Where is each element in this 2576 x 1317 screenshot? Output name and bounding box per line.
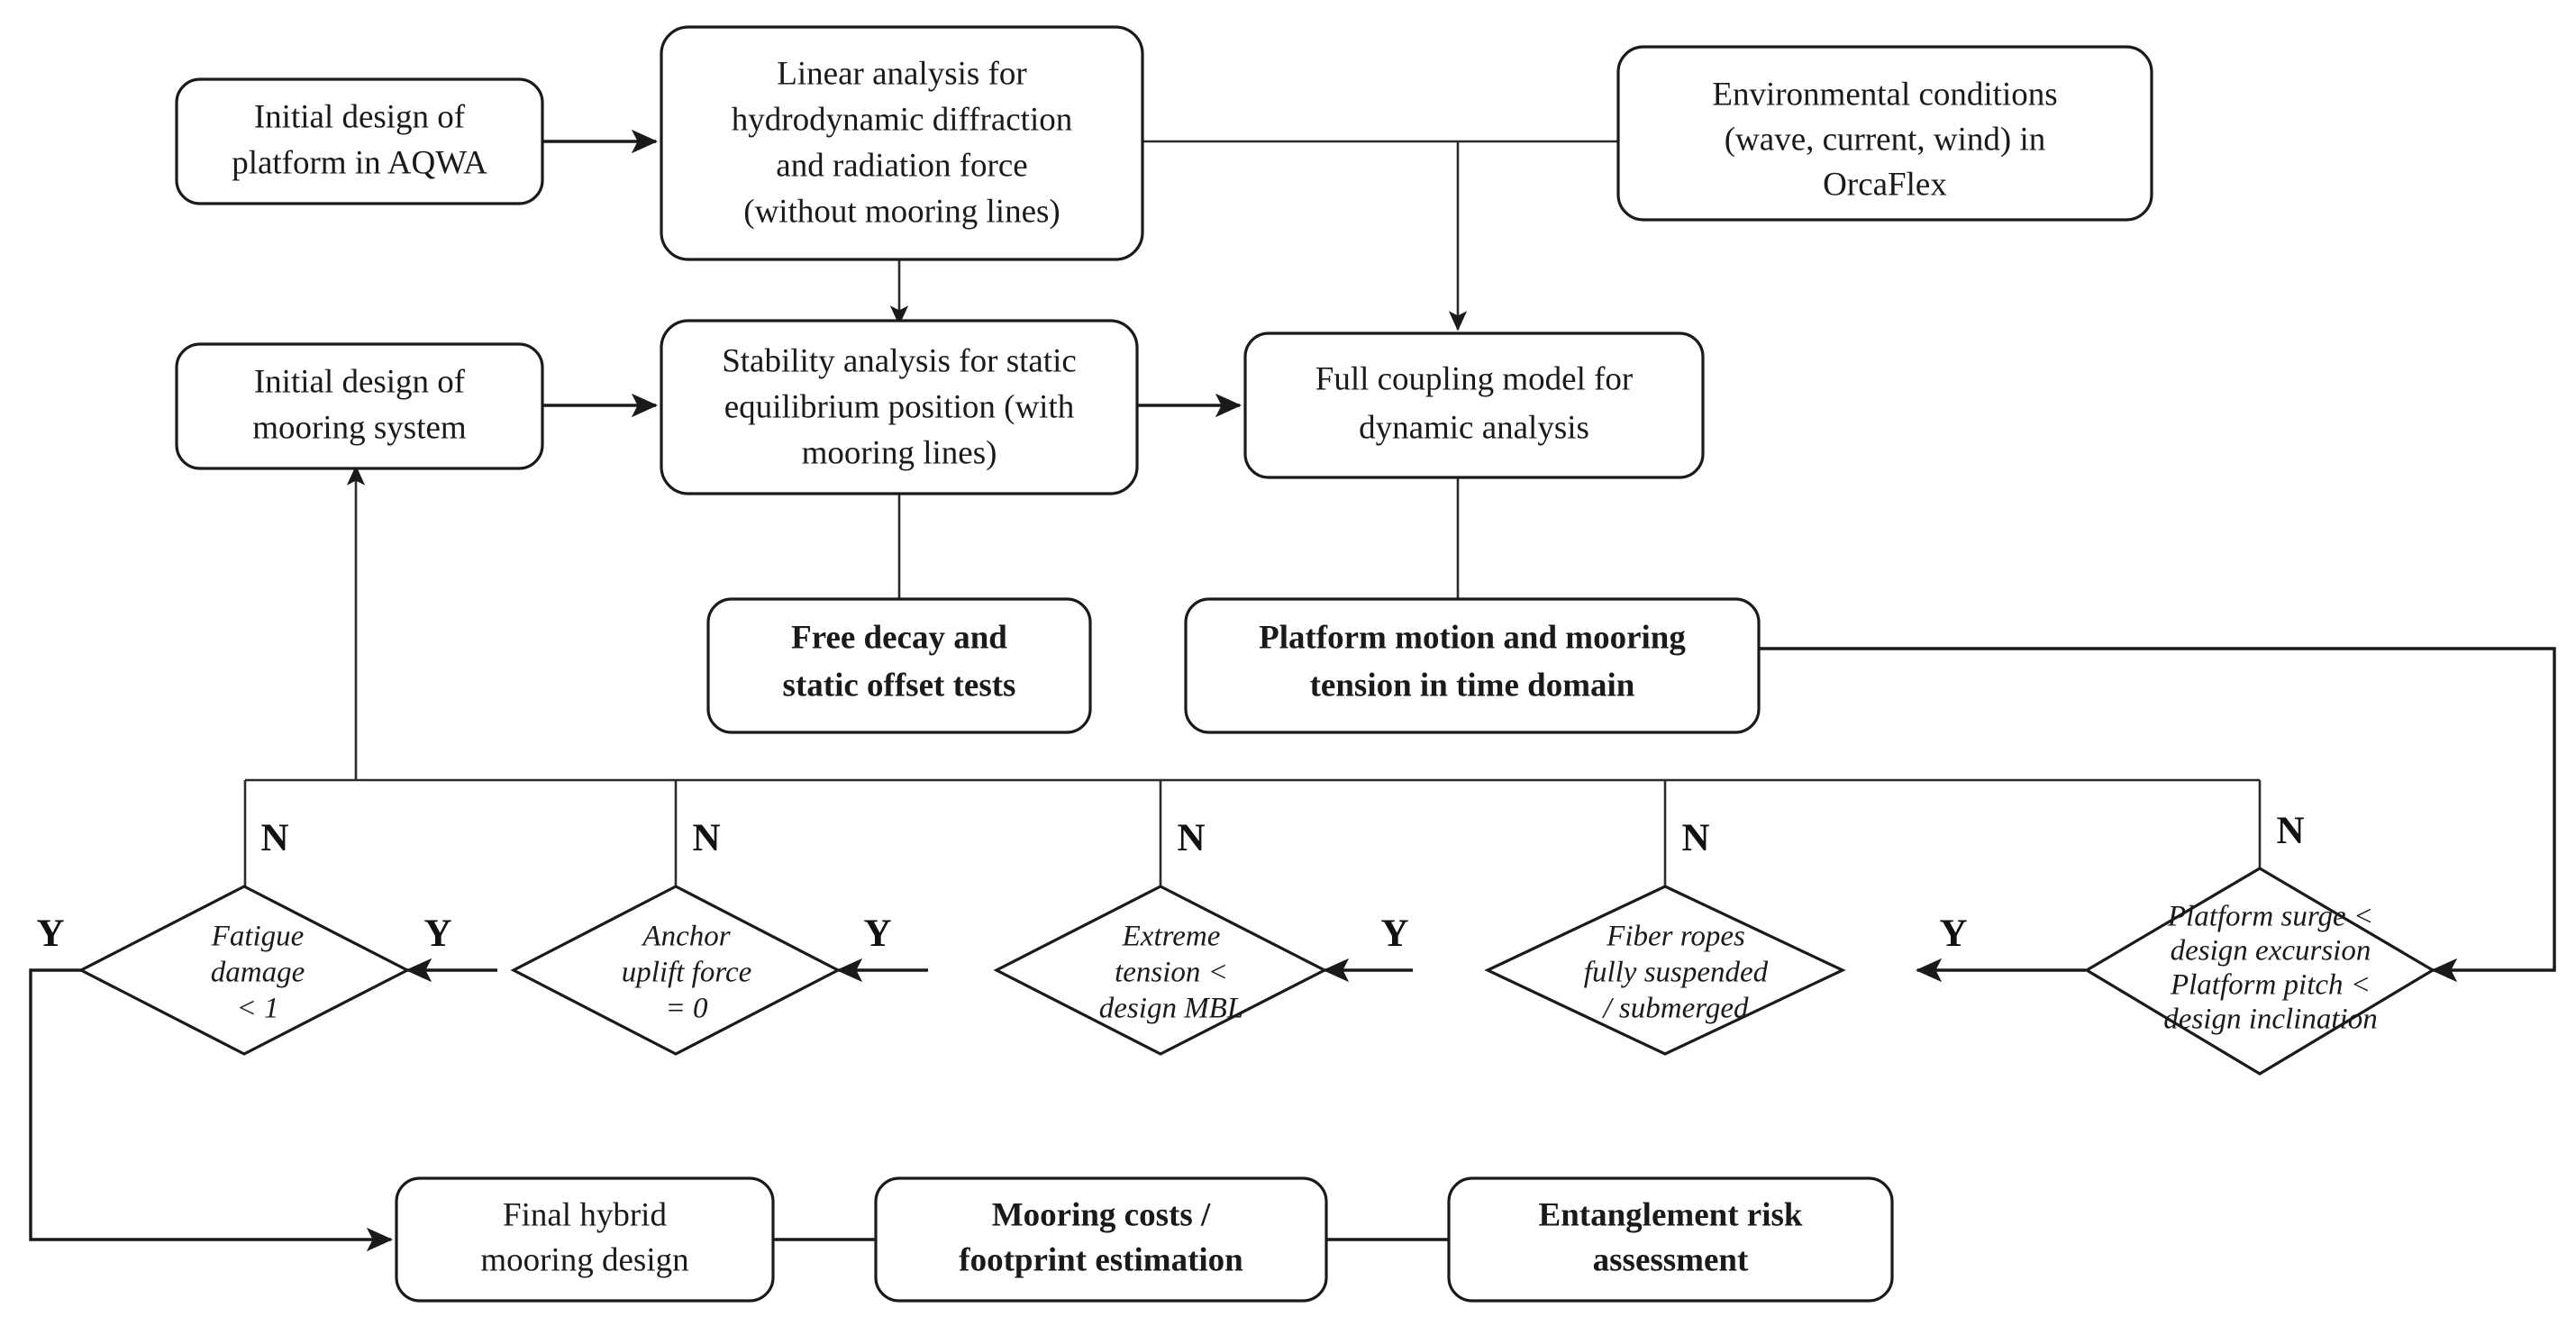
decision-shape[interactable] [1484, 885, 1846, 1056]
node-label-line: Stability analysis for static [722, 342, 1077, 379]
branch-label-layer: N N N N N Y Y Y Y Y [36, 810, 2304, 955]
node-box[interactable] [706, 597, 1092, 734]
node-label-line: Environmental conditions [1712, 76, 2057, 113]
branch-label-no: N [260, 817, 288, 859]
node-linear-analysis[interactable]: Linear analysis for hydrodynamic diffrac… [660, 25, 1144, 261]
decision-shape[interactable] [77, 885, 411, 1056]
node-label-line: static offset tests [783, 667, 1016, 704]
node-box[interactable] [395, 1176, 775, 1303]
node-label-line: Linear analysis for [777, 55, 1026, 92]
branch-label-no: N [1681, 817, 1709, 859]
node-label-line: dynamic analysis [1359, 409, 1589, 446]
node-decision-fatigue-damage[interactable]: Fatigue damage < 1 [77, 885, 411, 1056]
decision-shape[interactable] [993, 885, 1328, 1056]
node-decision-extreme-tension[interactable]: Extreme tension < design MBL [993, 885, 1328, 1056]
node-box[interactable] [660, 25, 1144, 261]
node-initial-design-platform[interactable]: Initial design of platform in AQWA [175, 77, 544, 205]
decision-label-line: Anchor [641, 921, 730, 953]
decision-shape[interactable] [510, 885, 842, 1056]
node-box[interactable] [1447, 1176, 1894, 1303]
node-box[interactable] [1243, 332, 1705, 479]
decision-label-line: / submerged [1601, 993, 1749, 1025]
edge-platformmotion-to-surgepitch [1759, 647, 2556, 983]
node-decision-fiber-ropes[interactable]: Fiber ropes fully suspended / submerged [1484, 885, 1846, 1056]
node-box[interactable] [874, 1176, 1328, 1303]
node-entanglement-risk[interactable]: Entanglement risk assessment [1447, 1176, 1894, 1303]
branch-label-yes: Y [1939, 913, 1967, 955]
node-label-line: Mooring costs / [992, 1196, 1211, 1233]
node-label-line: OrcaFlex [1823, 166, 1947, 203]
decision-shape[interactable] [2083, 867, 2436, 1076]
node-label-line: (without mooring lines) [743, 193, 1060, 230]
node-label-line: mooring design [480, 1241, 688, 1278]
node-environmental-conditions[interactable]: Environmental conditions (wave, current,… [1616, 45, 2153, 222]
node-box[interactable] [1184, 597, 1761, 734]
node-label-line: (wave, current, wind) in [1725, 121, 2046, 158]
node-platform-motion[interactable]: Platform motion and mooring tension in t… [1184, 597, 1761, 734]
branch-label-yes: Y [423, 913, 451, 955]
decision-label-line: uplift force [622, 957, 752, 989]
branch-label-yes: Y [1380, 913, 1408, 955]
decision-label-line: < 1 [236, 993, 278, 1025]
node-label-line: platform in AQWA [232, 144, 487, 181]
node-label-line: assessment [1593, 1241, 1749, 1278]
node-label-line: Initial design of [254, 363, 466, 400]
decision-label-line: damage [211, 957, 305, 989]
node-decision-platform-surge-pitch[interactable]: Platform surge < design excursion Platfo… [2083, 867, 2436, 1076]
node-label-line: Entanglement risk [1539, 1196, 1803, 1233]
node-stability-analysis[interactable]: Stability analysis for static equilibriu… [660, 319, 1139, 495]
node-box[interactable] [175, 342, 544, 470]
decision-label-line: Fiber ropes [1606, 921, 1745, 953]
decision-label-line: = 0 [665, 993, 708, 1025]
decision-label-line: design MBL [1099, 993, 1243, 1025]
decision-label-line: fully suspended [1584, 957, 1769, 989]
decision-label-line: design excursion [2171, 935, 2371, 967]
node-label-line: mooring system [252, 409, 467, 446]
node-label-line: Full coupling model for [1315, 360, 1634, 397]
node-mooring-costs[interactable]: Mooring costs / footprint estimation [874, 1176, 1328, 1303]
branch-label-no: N [1177, 817, 1205, 859]
edge-yes-fatigue-to-final [29, 968, 394, 1252]
node-label-line: Free decay and [791, 619, 1007, 656]
decision-label-line: Fatigue [211, 921, 305, 953]
decision-label-line: Extreme [1122, 921, 1221, 953]
node-free-decay-tests[interactable]: Free decay and static offset tests [706, 597, 1092, 734]
node-box[interactable] [1616, 45, 2153, 222]
node-label-line: Final hybrid [503, 1196, 667, 1233]
node-decision-anchor-uplift[interactable]: Anchor uplift force = 0 [510, 885, 842, 1056]
decision-label-line: Platform pitch < [2170, 969, 2371, 1002]
node-box[interactable] [660, 319, 1139, 495]
branch-label-yes: Y [863, 913, 891, 955]
branch-label-no: N [2276, 810, 2304, 852]
node-box[interactable] [175, 77, 544, 205]
node-initial-design-mooring[interactable]: Initial design of mooring system [175, 342, 544, 470]
node-final-hybrid-design[interactable]: Final hybrid mooring design [395, 1176, 775, 1303]
node-label-line: mooring lines) [802, 434, 997, 471]
decision-label-line: Platform surge < [2167, 901, 2373, 933]
node-label-line: tension in time domain [1310, 667, 1635, 704]
decision-label-line: tension < [1115, 957, 1228, 989]
node-full-coupling-model[interactable]: Full coupling model for dynamic analysis [1243, 332, 1705, 479]
node-label-line: Initial design of [254, 98, 466, 135]
branch-label-no: N [692, 817, 720, 859]
node-label-line: hydrodynamic diffraction [732, 101, 1072, 138]
decision-label-line: design inclination [2163, 1004, 2377, 1036]
node-label-line: equilibrium position (with [724, 388, 1075, 425]
branch-label-yes: Y [36, 913, 64, 955]
node-label-line: and radiation force [776, 147, 1027, 184]
node-label-line: footprint estimation [959, 1241, 1243, 1278]
node-label-line: Platform motion and mooring [1259, 619, 1686, 656]
edge-layer [29, 129, 2556, 1252]
